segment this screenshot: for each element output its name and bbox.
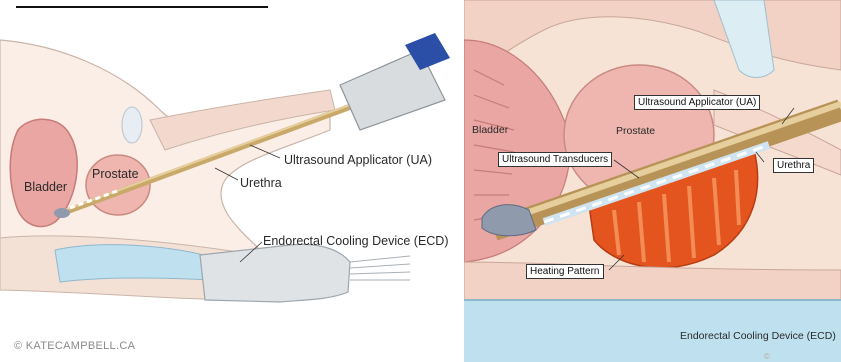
credit-left: © KATECAMPBELL.CA — [14, 340, 135, 352]
label-prostate: Prostate — [92, 167, 139, 181]
overview-illustration: Bladder Prostate Ultrasound Applicator (… — [0, 0, 458, 362]
label-prostate-detail: Prostate — [616, 125, 655, 137]
applicator-tip — [54, 208, 70, 218]
overview-drawing — [0, 0, 458, 362]
credit-right: © KATECAMPBELL.CA — [764, 352, 841, 362]
applicator-tip-detail — [482, 205, 536, 236]
detail-drawing — [464, 0, 841, 362]
label-ultrasound-transducers: Ultrasound Transducers — [498, 152, 612, 167]
label-urethra-detail: Urethra — [773, 158, 814, 173]
rectal-wall — [464, 262, 841, 300]
label-urethra: Urethra — [240, 176, 282, 190]
label-heating-pattern: Heating Pattern — [526, 264, 604, 279]
detail-illustration: Bladder Prostate Ultrasound Applicator (… — [464, 0, 841, 362]
label-bladder: Bladder — [24, 180, 67, 194]
label-endorectal-cooling-device: Endorectal Cooling Device (ECD) — [263, 234, 449, 248]
ecd-body — [200, 244, 350, 302]
pubic-bone — [122, 107, 142, 143]
label-endorectal-cooling-device-detail: Endorectal Cooling Device (ECD) — [680, 330, 836, 342]
label-ultrasound-applicator: Ultrasound Applicator (UA) — [284, 153, 432, 167]
label-bladder-detail: Bladder — [472, 124, 508, 136]
ecd-tubes — [350, 256, 410, 280]
label-ultrasound-applicator-detail: Ultrasound Applicator (UA) — [634, 95, 760, 110]
